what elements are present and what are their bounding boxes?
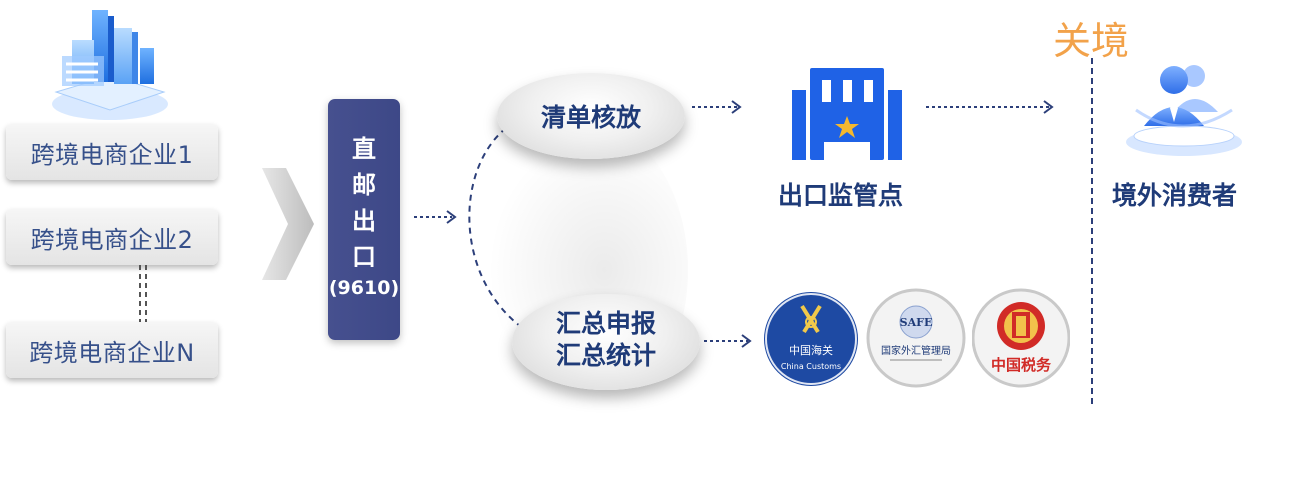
customs-cn-text: 中国海关 xyxy=(789,343,833,357)
summary-declaration-label: 汇总申报 xyxy=(555,309,656,338)
enterprise-label: 跨境电商企业2 xyxy=(30,225,194,254)
border-label: 关境 xyxy=(1053,19,1130,63)
enterprise-card-2: 跨境电商企业2 xyxy=(6,209,218,265)
enterprise-label: 跨境电商企业1 xyxy=(30,140,194,169)
summary-declaration-oval: 汇总申报 汇总统计 xyxy=(512,294,700,390)
enterprise-ellipsis-connector xyxy=(136,265,150,323)
mode-char: 直 xyxy=(352,135,376,163)
enterprise-card-1: 跨境电商企业1 xyxy=(6,124,218,180)
mode-char: 口 xyxy=(352,243,376,271)
enterprise-building-icon xyxy=(48,6,172,124)
safe-name-text: 国家外汇管理局 xyxy=(881,344,951,357)
safe-badge-text: SAFE xyxy=(900,316,933,329)
checkpoint-label: 出口监管点 xyxy=(778,181,904,210)
customs-en-text: China Customs xyxy=(781,362,841,371)
china-customs-logo: 中国海关 China Customs xyxy=(764,292,858,386)
mode-char: 邮 xyxy=(352,171,376,199)
summary-statistics-label: 汇总统计 xyxy=(555,341,656,370)
tax-logo: 中国税务 xyxy=(971,288,1071,388)
consumer-people-icon xyxy=(1122,60,1250,160)
chevron-right-icon xyxy=(258,168,316,280)
safe-logo: SAFE 国家外汇管理局 xyxy=(866,288,966,388)
manifest-release-label: 清单核放 xyxy=(540,103,641,132)
supervision-building-icon xyxy=(788,66,906,160)
manifest-release-oval: 清单核放 xyxy=(497,73,685,159)
enterprise-label: 跨境电商企业N xyxy=(29,338,195,367)
mode-char: 出 xyxy=(352,207,376,235)
direct-mail-export-box: 直 邮 出 口 (9610) xyxy=(328,99,400,340)
enterprise-card-n: 跨境电商企业N xyxy=(6,322,218,378)
tax-name-text: 中国税务 xyxy=(991,356,1052,374)
mode-code: (9610) xyxy=(328,277,400,299)
consumer-label: 境外消费者 xyxy=(1112,181,1238,210)
